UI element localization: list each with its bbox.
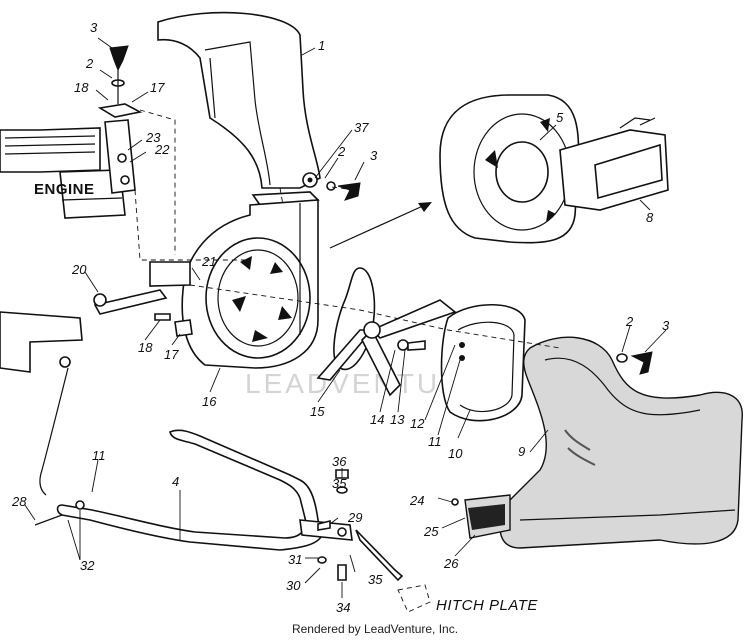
nozzle-knob xyxy=(616,351,653,375)
callout-5: 5 xyxy=(556,110,564,125)
blower-nozzle xyxy=(499,336,743,549)
control-cable xyxy=(39,367,69,496)
callout-20: 20 xyxy=(71,262,87,277)
mounting-plate xyxy=(0,261,191,373)
callout-10: 10 xyxy=(448,446,463,461)
cover-plate xyxy=(440,303,526,422)
assembly-dashes xyxy=(134,109,561,349)
pull-handle xyxy=(34,429,353,551)
callout-31: 31 xyxy=(288,552,302,567)
callout-3-top-left: 3 xyxy=(90,20,98,35)
callout-9: 9 xyxy=(518,444,525,459)
handle-hardware xyxy=(317,469,404,582)
bag-adapter xyxy=(439,94,580,244)
callout-4: 4 xyxy=(172,474,179,489)
callout-8: 8 xyxy=(646,210,654,225)
callout-29: 29 xyxy=(347,510,362,525)
callout-15: 15 xyxy=(310,404,325,419)
knob-top-left xyxy=(109,45,129,104)
callout-36: 36 xyxy=(332,454,347,469)
nozzle-clip xyxy=(451,494,511,539)
callout-23: 23 xyxy=(145,130,161,145)
callout-11-fan: 11 xyxy=(428,434,442,449)
callout-2-top-left: 2 xyxy=(85,56,94,71)
callout-14: 14 xyxy=(370,412,384,427)
fan-housing xyxy=(181,199,319,369)
callout-35-top: 35 xyxy=(332,476,347,491)
engine-bracket xyxy=(97,103,143,194)
callout-21: 21 xyxy=(201,254,216,269)
discharge-chute xyxy=(157,11,321,206)
callout-leaders xyxy=(24,37,667,598)
hitch-plate-label: HITCH PLATE xyxy=(436,597,538,614)
chute-extension xyxy=(559,117,669,211)
footer-credit: Rendered by LeadVenture, Inc. xyxy=(291,622,459,636)
callout-2-nozzle: 2 xyxy=(625,314,634,329)
hitch-plate-outline xyxy=(397,584,431,613)
callout-3-nozzle: 3 xyxy=(662,318,670,333)
callout-17-bottom: 17 xyxy=(164,347,179,362)
callout-3-chute: 3 xyxy=(370,148,378,163)
engine-illustration xyxy=(0,127,126,219)
callout-28: 28 xyxy=(11,494,27,509)
fan-impeller xyxy=(316,267,457,397)
callout-numbers: 1 2 2 2 3 3 3 4 5 8 9 10 11 11 12 13 14 … xyxy=(11,20,670,615)
callout-37: 37 xyxy=(354,120,369,135)
callout-34: 34 xyxy=(336,600,350,615)
fan-hardware xyxy=(397,339,426,351)
callout-17-top: 17 xyxy=(150,80,165,95)
callout-25: 25 xyxy=(423,524,439,539)
callout-30: 30 xyxy=(286,578,301,593)
callout-22: 22 xyxy=(154,142,170,157)
callout-16: 16 xyxy=(202,394,217,409)
callout-13: 13 xyxy=(390,412,405,427)
callout-2-chute: 2 xyxy=(337,144,346,159)
engine-label: ENGINE xyxy=(34,181,95,198)
callout-12: 12 xyxy=(410,416,425,431)
callout-24: 24 xyxy=(409,493,424,508)
housing-bolts xyxy=(154,313,193,337)
callout-32: 32 xyxy=(80,558,95,573)
callout-11-handle: 11 xyxy=(92,448,106,463)
callout-1: 1 xyxy=(318,38,325,53)
callout-18-bottom: 18 xyxy=(138,340,153,355)
assembly-arrow xyxy=(329,202,432,249)
callout-18-top: 18 xyxy=(74,80,89,95)
chute-knob xyxy=(302,172,361,201)
callout-26: 26 xyxy=(443,556,459,571)
callout-35-bottom: 35 xyxy=(368,572,383,587)
